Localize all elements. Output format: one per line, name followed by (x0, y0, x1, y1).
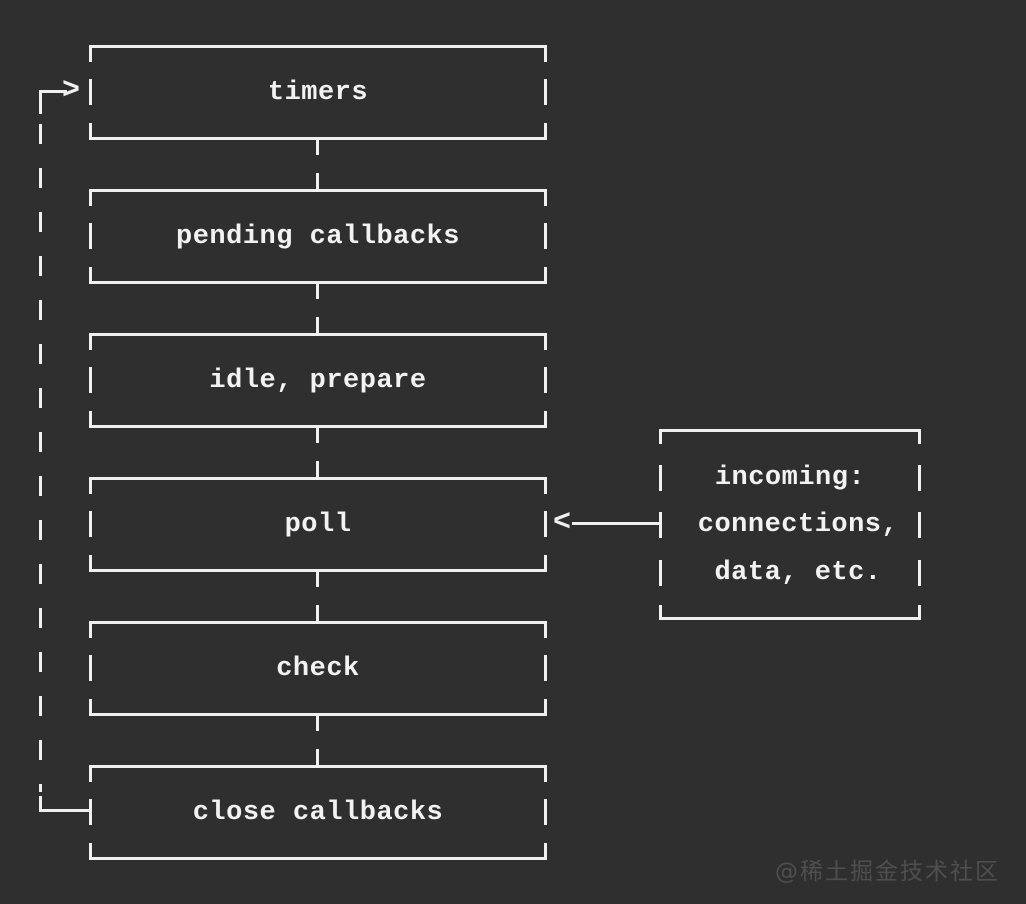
phase-label: close callbacks (192, 797, 444, 828)
box-bottom-border (659, 605, 921, 620)
box-right-pipe (544, 223, 547, 249)
incoming-line-3: data, etc. (714, 558, 882, 588)
box-top-border (89, 765, 547, 782)
incoming-box: incoming: connections, data, etc. (659, 429, 921, 620)
box-right-pipe (544, 799, 547, 825)
phase-box-pending-callbacks: pending callbacks (89, 173, 547, 299)
loop-top-horizontal-line (39, 90, 67, 93)
connector-tick (316, 749, 319, 765)
box-top-border (89, 333, 547, 350)
box-left-pipe (89, 655, 92, 681)
phase-label: poll (284, 509, 352, 540)
box-left-pipe (659, 465, 662, 491)
connector-tick (316, 428, 319, 443)
connector-tick (316, 572, 319, 587)
box-bottom-border (89, 843, 547, 860)
box-left-pipe (659, 560, 662, 586)
box-top-border (659, 429, 921, 444)
box-bottom-border (89, 699, 547, 716)
phase-label: check (276, 653, 360, 684)
loop-top-corner-stub (39, 90, 42, 114)
box-bottom-border (89, 555, 547, 572)
loop-bottom-horizontal-line (39, 809, 92, 812)
loop-bottom-corner-stub (39, 796, 42, 812)
box-top-border (89, 621, 547, 638)
box-right-pipe (918, 560, 921, 586)
phase-box-timers: timers (89, 45, 547, 155)
box-right-pipe (544, 655, 547, 681)
connector-tick (316, 140, 319, 155)
phase-box-idle-prepare: idle, prepare (89, 317, 547, 443)
box-right-pipe (544, 79, 547, 105)
box-top-border (89, 45, 547, 62)
connector-tick (316, 317, 319, 333)
incoming-line-2: connections, (697, 510, 899, 540)
incoming-arrow-line (572, 522, 659, 525)
box-bottom-border (89, 123, 547, 140)
box-bottom-border (89, 411, 547, 428)
box-left-pipe (659, 512, 662, 538)
box-left-pipe (89, 799, 92, 825)
phase-box-close-callbacks: close callbacks (89, 749, 547, 860)
phase-label: idle, prepare (209, 365, 427, 396)
phase-box-poll: poll (89, 461, 547, 587)
loop-dashed-line (39, 124, 42, 792)
box-top-border (89, 477, 547, 494)
box-bottom-border (89, 267, 547, 284)
box-left-pipe (89, 79, 92, 105)
connector-tick (316, 461, 319, 477)
box-right-pipe (544, 367, 547, 393)
phase-label: pending callbacks (176, 221, 460, 252)
box-right-pipe (544, 511, 547, 537)
arrowhead-left-icon: < (552, 506, 571, 540)
incoming-line-1: incoming: (714, 463, 866, 493)
connector-tick (316, 284, 319, 299)
watermark: @稀土掘金技术社区 (775, 859, 1000, 885)
box-left-pipe (89, 223, 92, 249)
connector-tick (316, 173, 319, 189)
connector-tick (316, 716, 319, 731)
arrowhead-right-icon: > (61, 74, 80, 108)
box-right-pipe (918, 512, 921, 538)
box-top-border (89, 189, 547, 206)
box-left-pipe (89, 511, 92, 537)
phase-box-check: check (89, 605, 547, 731)
connector-tick (316, 605, 319, 621)
box-left-pipe (89, 367, 92, 393)
phase-label: timers (267, 77, 369, 108)
box-right-pipe (918, 465, 921, 491)
